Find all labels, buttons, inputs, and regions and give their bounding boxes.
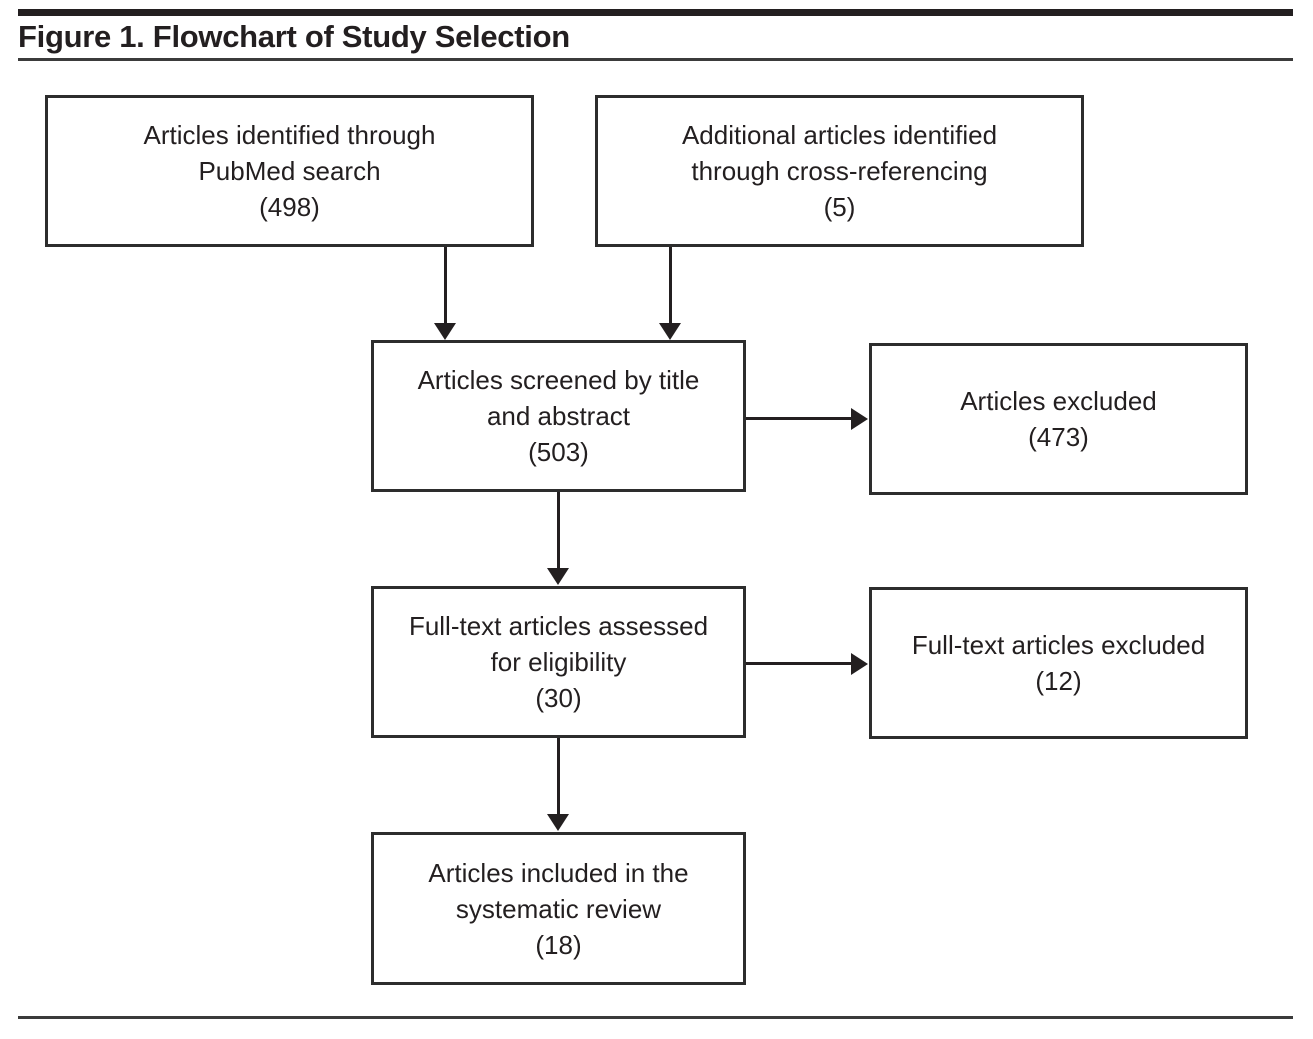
arrow-down-icon-crossref-to-screened [659, 323, 681, 340]
title-underline-rule [18, 58, 1293, 61]
figure-title: Figure 1. Flowchart of Study Selection [18, 19, 570, 54]
connector-fulltext-to-fulltext-excluded [746, 662, 852, 665]
top-rule-thick [18, 9, 1293, 16]
arrow-down-icon-pubmed-to-screened [434, 323, 456, 340]
flow-node-fulltext: Full-text articles assessed for eligibil… [371, 586, 746, 738]
arrow-down-icon-fulltext-to-included [547, 814, 569, 831]
connector-screened-to-fulltext [557, 492, 560, 569]
connector-pubmed-to-screened [444, 247, 447, 325]
flow-node-screened-text: Articles screened by title and abstract [417, 365, 700, 431]
flow-node-screened-count: (503) [528, 437, 589, 467]
flow-node-crossref-text: Additional articles identified through c… [681, 120, 998, 186]
flow-node-included-text: Articles included in the systematic revi… [428, 857, 689, 924]
flow-node-pubmed-count: (498) [259, 192, 320, 222]
connector-fulltext-to-included [557, 738, 560, 815]
flow-node-excluded: Articles excluded (473) [869, 343, 1248, 495]
connector-crossref-to-screened [669, 247, 672, 325]
flow-node-screened: Articles screened by title and abstract … [371, 340, 746, 492]
arrow-down-icon-screened-to-fulltext [547, 568, 569, 585]
flow-node-fulltext-excluded-text: Full-text articles excluded [911, 630, 1206, 660]
arrow-right-icon-screened-to-excluded [851, 408, 868, 430]
flow-node-included-count: (18) [535, 929, 582, 960]
flow-node-crossref-count: (5) [823, 192, 856, 222]
flow-node-pubmed-text: Articles identified through PubMed searc… [143, 120, 436, 186]
flow-node-fulltext-count: (30) [535, 683, 582, 713]
connector-screened-to-excluded [746, 417, 852, 420]
bottom-rule [18, 1016, 1293, 1019]
flow-node-fulltext-text: Full-text articles assessed for eligibil… [408, 611, 709, 677]
flow-node-fulltext-excluded-count: (12) [1035, 666, 1082, 696]
flow-node-pubmed: Articles identified through PubMed searc… [45, 95, 534, 247]
flow-node-crossref: Additional articles identified through c… [595, 95, 1084, 247]
flow-node-included: Articles included in the systematic revi… [371, 832, 746, 985]
flow-node-excluded-count: (473) [1028, 422, 1089, 452]
arrow-right-icon-fulltext-to-fulltext-excluded [851, 653, 868, 675]
flow-node-excluded-text: Articles excluded [960, 386, 1157, 416]
flow-node-fulltext-excluded: Full-text articles excluded (12) [869, 587, 1248, 739]
